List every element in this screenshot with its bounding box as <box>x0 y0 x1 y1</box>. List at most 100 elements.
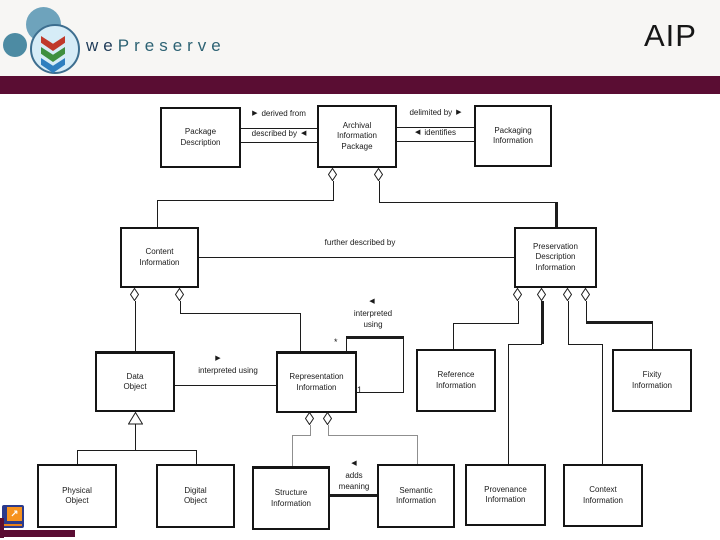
node-content-information: Content Information <box>120 227 199 288</box>
connector-line <box>568 301 569 344</box>
connector-line <box>346 337 347 351</box>
node-label: Archival Information Package <box>336 120 378 151</box>
node-label: Context Information <box>582 485 624 505</box>
connector-line <box>328 425 329 435</box>
connector-line <box>328 435 418 436</box>
node-packaging-information: Packaging Information <box>474 105 552 167</box>
node-reference-information: Reference Information <box>416 349 496 412</box>
aggregation-diamond-icon <box>328 168 337 181</box>
connector-line <box>541 301 544 344</box>
aggregation-diamond-icon <box>175 288 184 301</box>
node-label: Data Object <box>123 371 147 392</box>
page-title: AIP <box>644 18 697 53</box>
arrow-right-icon: ▶ <box>215 355 221 362</box>
arrow-right-icon: ▶ <box>456 108 462 116</box>
arrow-right-icon: ▶ <box>252 109 258 117</box>
node-label: Physical Object <box>62 485 92 506</box>
wepreserve-logo: wePreserve <box>86 36 226 56</box>
edge-label-further-described-by: further described by <box>324 238 396 247</box>
node-label: Content Information <box>139 247 180 267</box>
connector-line <box>135 301 136 351</box>
header-divider-bar <box>0 76 720 94</box>
node-label: Packaging Information <box>492 125 534 146</box>
edge-label-adds-meaning: adds meaning <box>338 471 370 491</box>
connector-line <box>602 344 603 464</box>
connector-line <box>508 344 542 345</box>
node-provenance-information: Provenance Information <box>465 464 546 526</box>
connector-line <box>453 323 454 349</box>
aggregation-diamond-icon <box>581 288 590 301</box>
node-physical-object: Physical Object <box>37 464 117 528</box>
connector-line <box>555 202 558 227</box>
connector-line <box>199 257 514 258</box>
connector-line <box>300 313 301 351</box>
footer-accent-bar <box>0 518 4 538</box>
connector-line <box>652 322 653 349</box>
logo-text-we: we <box>86 36 118 55</box>
connector-line <box>77 450 78 464</box>
edge-label-delimited-by: delimited by ▶ <box>409 108 462 117</box>
node-label: Reference Information <box>435 370 477 390</box>
connector-line <box>310 425 311 435</box>
node-label: Preservation Description Information <box>533 241 578 272</box>
node-semantic-information: Semantic Information <box>377 464 455 528</box>
aggregation-diamond-icon <box>130 288 139 301</box>
node-label: Package Description <box>180 127 221 147</box>
logo-text-preserve: Preserve <box>117 36 226 55</box>
aggregation-diamond-icon <box>563 288 572 301</box>
edge-label-identifies: ◀ identifies <box>415 128 456 137</box>
edge-label-described-by: described by ◀ <box>251 129 307 138</box>
connector-line <box>292 435 293 466</box>
edge-label-derived-from: ▶ derived from <box>252 109 306 118</box>
logo-circle-icon <box>3 33 27 57</box>
node-label: Semantic Information <box>395 485 437 506</box>
connector-line <box>586 321 653 324</box>
connector-line <box>568 344 603 345</box>
arrow-left-icon: ◀ <box>415 128 421 136</box>
connector-line <box>333 181 334 200</box>
connector-line <box>397 127 474 128</box>
node-label: Structure Information <box>270 488 312 508</box>
aggregation-diamond-icon <box>537 288 546 301</box>
connector-line <box>397 141 474 142</box>
node-label: Provenance Information <box>484 484 527 505</box>
connector-line <box>196 450 197 464</box>
node-digital-object: Digital Object <box>156 464 235 528</box>
node-package-description: Package Description <box>160 107 241 168</box>
edge-label-interpreted-using: interpreted using <box>198 366 258 375</box>
connector-line <box>241 142 317 143</box>
edge-label-interpreted-using-self: interpreted using <box>353 309 393 329</box>
connector-line <box>175 385 276 386</box>
node-fixity-information: Fixity Information <box>612 349 692 412</box>
multiplicity-one: 1 <box>357 385 363 395</box>
connector-line <box>157 200 158 227</box>
connector-line <box>586 301 587 322</box>
aggregation-diamond-icon <box>323 412 332 425</box>
slide-header: wePreserve AIP <box>0 0 720 76</box>
node-label: Digital Object <box>183 485 208 506</box>
connector-line <box>379 202 557 203</box>
node-preservation-description-information: Preservation Description Information <box>514 227 597 288</box>
multiplicity-many: * <box>334 337 338 347</box>
node-archival-information-package: Archival Information Package <box>317 105 397 168</box>
connector-line <box>241 128 317 129</box>
connector-line <box>135 424 136 450</box>
node-structure-information: Structure Information <box>252 466 330 530</box>
aggregation-diamond-icon <box>305 412 314 425</box>
generalization-triangle-icon <box>128 412 143 425</box>
node-data-object: Data Object <box>95 351 175 412</box>
node-label: Representation Information <box>289 372 344 392</box>
connector-line <box>346 336 404 339</box>
arrow-left-icon: ◀ <box>369 298 375 305</box>
connector-line <box>180 313 301 314</box>
node-label: Fixity Information <box>631 370 673 390</box>
connector-line <box>330 494 377 497</box>
connector-line <box>508 344 509 464</box>
connector-line <box>180 301 181 313</box>
connector-line <box>453 323 519 324</box>
aggregation-diamond-icon <box>513 288 522 301</box>
connector-line <box>77 450 197 451</box>
connector-line <box>403 336 404 393</box>
dpe-logo-caption <box>2 524 22 526</box>
